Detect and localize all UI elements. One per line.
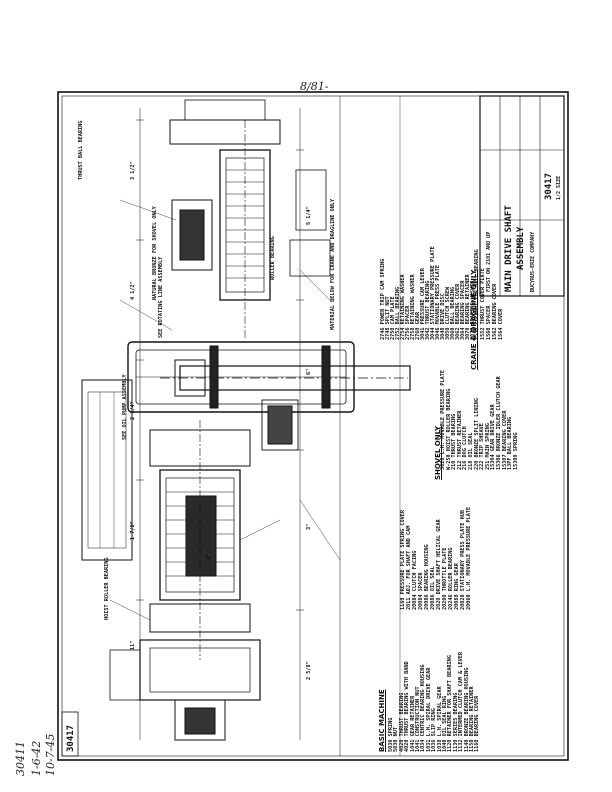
title-scale: 1/2 SIZE (556, 175, 562, 200)
part-entry: 15309 SPRING (512, 432, 519, 470)
callout-note-mid: MATERIAL BELOW FOR CRANE AND DRAGLINE ON… (330, 198, 336, 330)
part-entry: 1564 COVER (498, 308, 504, 340)
callout-rotating: SEE ROTATING LINE ASSEMBLY (158, 256, 164, 338)
dim-9: 2 5/8" (306, 661, 312, 680)
callout-thrust: THRUST BALL BEARING (78, 120, 84, 180)
callout-pump: SEE OIL PUMP ASSEMBLY (122, 374, 128, 440)
callout-note-top: NATURAL BRONZE FOR SHOVEL ONLY (152, 206, 158, 300)
heading-basic-machine: BASIC MACHINE (378, 689, 386, 752)
part-entry: 1160 BEARING COVER (474, 695, 481, 752)
dim-5: 11" (130, 640, 136, 650)
side-note-1: 30411 (14, 741, 27, 776)
dim-10: 4" (206, 553, 212, 560)
part-entry: 20060 L.H. MOVABLE PRESSURE PLATE (466, 506, 472, 610)
dim-1: 3 1/2" (130, 161, 136, 180)
top-note: 8/81- (300, 80, 329, 93)
dim-6: 5 1/4" (306, 206, 312, 225)
callout-roller: ROLLER BEARING (270, 236, 276, 280)
dim-2: 4 1/2" (130, 281, 136, 300)
dim-3: 2 1/4" (130, 401, 136, 420)
title-company: BUCYRUS-ERIE COMPANY (530, 231, 536, 292)
title-first-on: FIRST ON 2101 AND UP (486, 231, 492, 292)
dim-7: 6" (306, 368, 312, 375)
title-assembly: MAIN DRIVE SHAFT (504, 205, 514, 292)
side-note-2: 1-6-42 (30, 740, 43, 776)
dim-8: 3" (306, 523, 312, 530)
title-sheet-no: 30417 (544, 172, 554, 200)
title-assembly-2: ASSEMBLY (516, 226, 526, 270)
callout-hoist: HOIST ROLLER BEARING (104, 557, 110, 620)
dim-4: 1 7/8" (130, 521, 136, 540)
drawing-number: 30417 (66, 724, 76, 752)
side-note-3: 10-7-45 (44, 733, 57, 776)
